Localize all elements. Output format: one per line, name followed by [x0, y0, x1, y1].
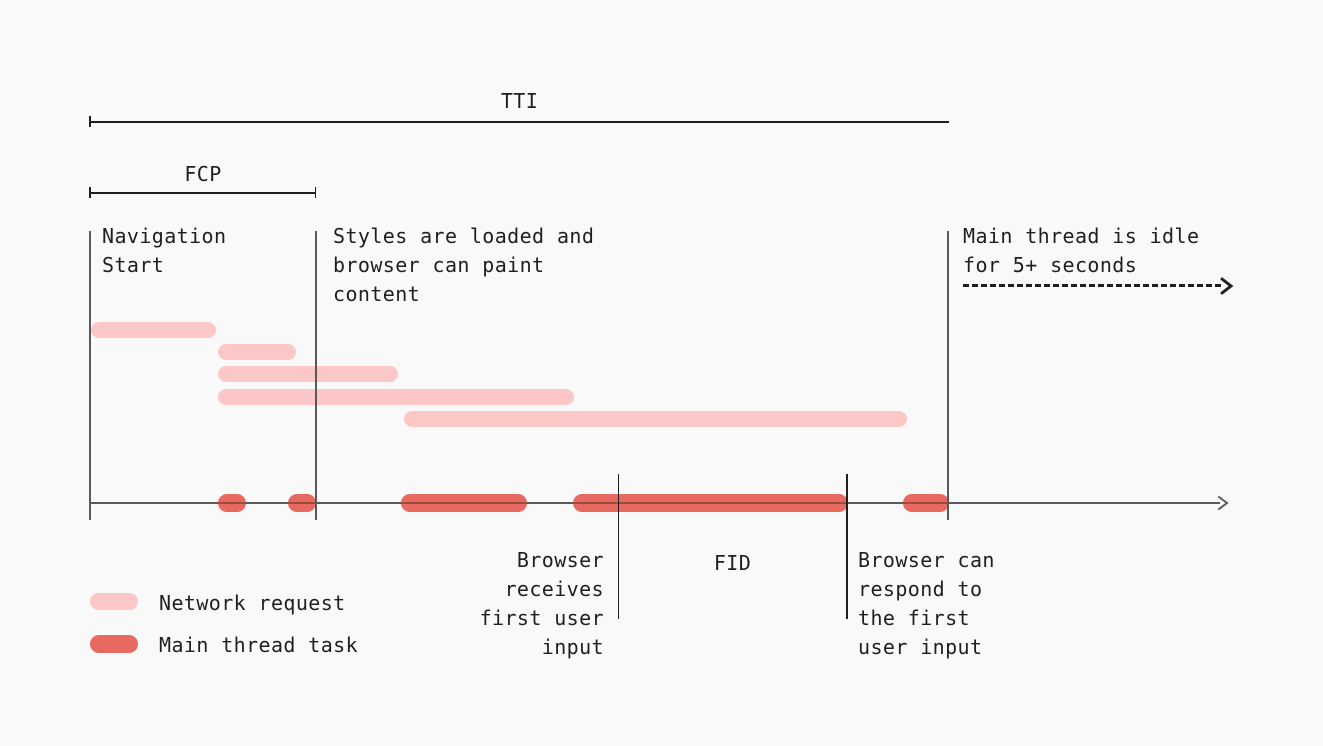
- fcp-label: FCP: [184, 162, 222, 186]
- axis-through-task-line: [288, 502, 316, 504]
- network-request-bar: [218, 366, 398, 382]
- main-thread-idle-annotation: Main thread is idle for 5+ seconds: [963, 224, 1200, 277]
- idle-arrowhead-icon: [1220, 277, 1234, 295]
- network-request-legend-swatch: [90, 593, 138, 610]
- tti-bracket-line: [90, 121, 949, 123]
- network-request-bar: [404, 411, 907, 427]
- navigation-start-line: [89, 231, 91, 520]
- browser-receives-annotation: Browser receives first user input: [479, 548, 604, 659]
- axis-through-task-line: [218, 502, 246, 504]
- tti-boundary-line: [947, 231, 949, 520]
- fid-start-line: [617, 474, 619, 619]
- main-thread-task-bar: [288, 494, 316, 512]
- idle-dashed-arrow: [963, 284, 1221, 287]
- main-thread-task-legend-swatch: [90, 635, 138, 653]
- fcp-bracket-line: [90, 192, 316, 194]
- axis-through-task-line: [401, 502, 527, 504]
- tti-bracket-left-tick: [89, 116, 91, 127]
- network-request-bar: [218, 344, 296, 360]
- navigation-start-annotation: Navigation Start: [102, 224, 227, 277]
- main-thread-task-bar: [401, 494, 527, 512]
- main-thread-task-bar: [218, 494, 246, 512]
- network-request-legend-label: Network request: [159, 591, 346, 615]
- axis-through-task-line: [903, 502, 949, 504]
- fcp-bracket-right-tick: [314, 187, 316, 198]
- axis-through-task-line: [573, 502, 848, 504]
- main-thread-task-bar: [903, 494, 949, 512]
- browser-respond-annotation: Browser can respond to the first user in…: [858, 548, 995, 659]
- fid-label: FID: [713, 551, 752, 575]
- tti-label: TTI: [500, 89, 539, 113]
- main-thread-task-bar: [573, 494, 848, 512]
- network-request-bar: [218, 389, 574, 405]
- styles-loaded-annotation: Styles are loaded and browser can paint …: [333, 224, 595, 306]
- fcp-bracket-left-tick: [89, 187, 91, 198]
- network-request-bar: [91, 322, 216, 338]
- fid-end-line: [846, 474, 848, 619]
- fcp-boundary-line: [315, 231, 317, 520]
- axis-arrowhead-icon: [1218, 496, 1229, 510]
- main-thread-task-legend-label: Main thread task: [159, 633, 359, 657]
